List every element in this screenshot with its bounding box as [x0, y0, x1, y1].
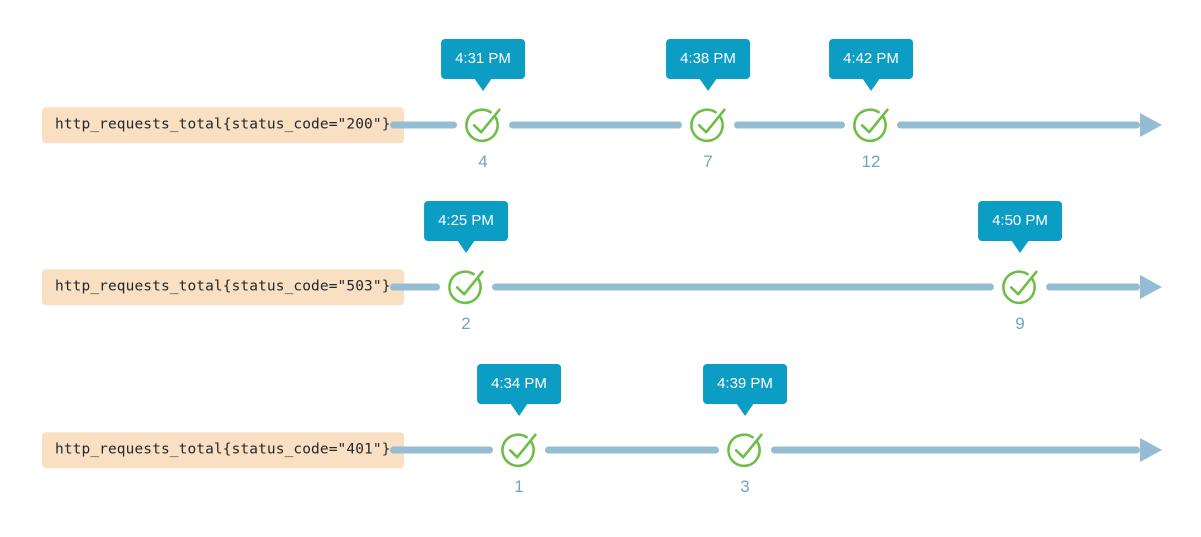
marker-time-tooltip: 4:38 PM: [666, 39, 750, 91]
tooltip-tail: [474, 78, 492, 91]
marker-time-tooltip: 4:31 PM: [441, 39, 525, 91]
timeline-marker[interactable]: [849, 103, 893, 147]
timeline-connector-segment: [545, 446, 719, 454]
timeline-marker[interactable]: [998, 265, 1042, 309]
timeline-connector-segment: [390, 121, 457, 129]
tooltip-tail: [699, 78, 717, 91]
marker-time-tooltip: 4:50 PM: [978, 201, 1062, 253]
timeline-connector-segment: [509, 121, 682, 129]
check-circle-icon: [853, 108, 889, 143]
timeline-marker[interactable]: [497, 428, 541, 472]
timeline-connector-segment: [390, 283, 440, 291]
marker-count-label: 9: [1015, 314, 1025, 333]
timeline-marker[interactable]: [461, 103, 505, 147]
check-circle-icon: [727, 433, 763, 468]
marker-count-label: 7: [703, 152, 713, 171]
tooltip-tail: [1011, 240, 1029, 253]
tooltip-tail: [510, 403, 528, 416]
timeline-marker[interactable]: [723, 428, 767, 472]
tooltip-time-text: 4:25 PM: [438, 212, 494, 229]
tooltip-tail: [736, 403, 754, 416]
marker-time-tooltip: 4:34 PM: [477, 364, 561, 416]
arrow-right-icon: [1140, 438, 1162, 462]
marker-count-label: 4: [478, 152, 488, 171]
timeline-marker[interactable]: [686, 103, 730, 147]
timeline-connector-segment: [1046, 283, 1140, 291]
metric-label-pill: http_requests_total{status_code="503"}: [42, 269, 404, 305]
marker-time-tooltip: 4:42 PM: [829, 39, 913, 91]
marker-time-tooltip: 4:39 PM: [703, 364, 787, 416]
timeline-connector-segment: [492, 283, 994, 291]
marker-count-label: 2: [461, 314, 471, 333]
check-circle-icon: [448, 270, 484, 305]
metric-label-pill: http_requests_total{status_code="401"}: [42, 432, 404, 468]
marker-count-label: 1: [514, 477, 524, 496]
marker-count-label: 12: [861, 152, 881, 171]
tooltip-time-text: 4:34 PM: [491, 375, 547, 392]
check-circle-icon: [690, 108, 726, 143]
marker-count-label: 3: [740, 477, 750, 496]
timeline-connector-segment: [771, 446, 1140, 454]
tooltip-time-text: 4:31 PM: [455, 50, 511, 67]
tooltip-time-text: 4:38 PM: [680, 50, 736, 67]
tooltip-time-text: 4:42 PM: [843, 50, 899, 67]
timeline-connector-segment: [897, 121, 1140, 129]
check-circle-icon: [1002, 270, 1038, 305]
timeline-connector-segment: [390, 446, 493, 454]
tooltip-tail: [457, 240, 475, 253]
check-circle-icon: [501, 433, 537, 468]
marker-time-tooltip: 4:25 PM: [424, 201, 508, 253]
tooltip-tail: [862, 78, 880, 91]
timeline-connector-segment: [734, 121, 845, 129]
arrow-right-icon: [1140, 113, 1162, 137]
tooltip-time-text: 4:50 PM: [992, 212, 1048, 229]
arrow-right-icon: [1140, 275, 1162, 299]
check-circle-icon: [465, 108, 501, 143]
tooltip-time-text: 4:39 PM: [717, 375, 773, 392]
metric-label-pill: http_requests_total{status_code="200"}: [42, 107, 404, 143]
timeline-marker[interactable]: [444, 265, 488, 309]
